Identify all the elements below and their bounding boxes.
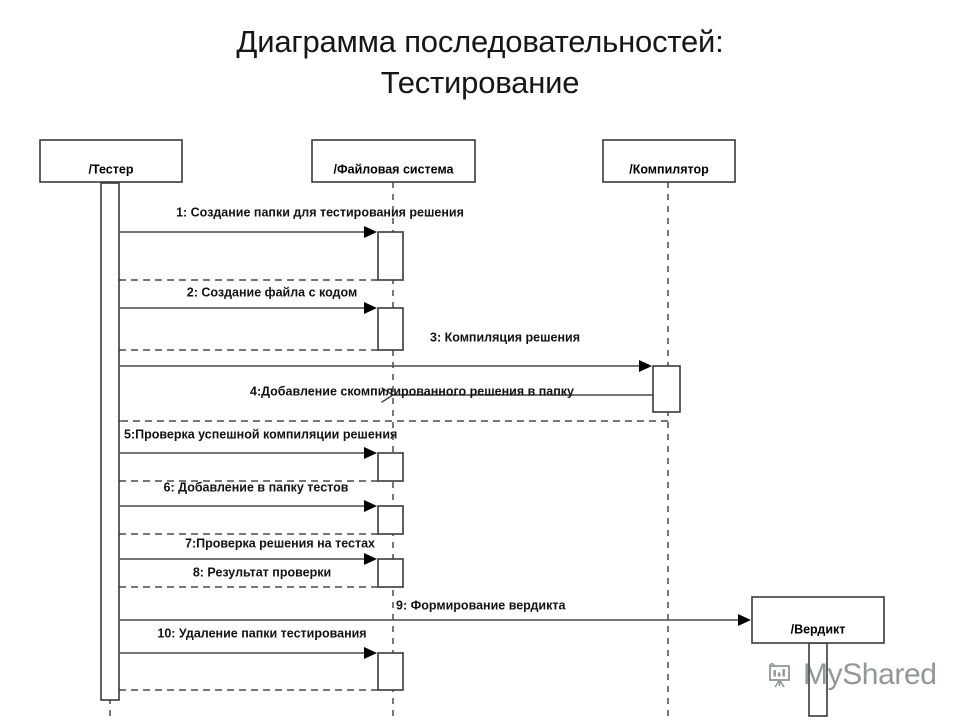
lifeline-label-compiler: /Компилятор — [629, 163, 709, 177]
arrowhead-filled-9 — [738, 614, 751, 626]
message-label-10: 10: Удаление папки тестирования — [157, 626, 366, 640]
message-7[interactable] — [120, 553, 377, 565]
activations-group — [100, 182, 828, 717]
lifeline-box-compiler — [602, 139, 736, 183]
arrowhead-filled-3 — [639, 360, 652, 372]
message-1[interactable] — [120, 226, 377, 238]
message-label-6: 6: Добавление в папку тестов — [164, 480, 349, 494]
message-r10[interactable] — [108, 682, 378, 698]
activation-bar-fs-5 — [377, 505, 404, 535]
messages-group — [108, 226, 751, 698]
arrowhead-filled-10 — [364, 647, 377, 659]
message-r2[interactable] — [108, 342, 378, 358]
lifeline-box-verdict — [751, 596, 885, 644]
message-3[interactable] — [120, 360, 652, 372]
message-label-1: 1: Создание папки для тестирования решен… — [176, 205, 464, 219]
arrowhead-filled-6 — [364, 500, 377, 512]
lifeline-box-tester — [39, 139, 183, 183]
lifeline-header-verdict[interactable]: /Вердикт — [751, 596, 885, 644]
arrowhead-filled-1 — [364, 226, 377, 238]
activation-bar-tester-0 — [100, 182, 120, 701]
message-6[interactable] — [120, 500, 377, 512]
lifeline-box-fs — [311, 139, 476, 183]
activation-bar-fs-6 — [377, 558, 404, 588]
message-label-2: 2: Создание файла с кодом — [187, 285, 357, 299]
message-9[interactable] — [120, 614, 751, 626]
lifeline-label-fs: /Файловая система — [334, 163, 455, 177]
lifeline-header-compiler[interactable]: /Компилятор — [602, 139, 736, 183]
arrowhead-open-4 — [381, 387, 395, 403]
activation-bar-fs-7 — [377, 652, 404, 691]
message-label-3: 3: Компиляция решения — [430, 330, 580, 344]
message-labels-group: 1: Создание папки для тестирования решен… — [124, 205, 580, 640]
message-label-4: 4:Добавление скомпилированного решения в… — [250, 384, 574, 398]
lifeline-label-tester: /Тестер — [89, 163, 134, 177]
activation-bar-compiler-3 — [652, 365, 681, 413]
message-8[interactable] — [108, 579, 378, 595]
arrowhead-filled-2 — [364, 302, 377, 314]
arrowhead-filled-5 — [364, 447, 377, 459]
arrowhead-filled-7 — [364, 553, 377, 565]
lifeline-header-tester[interactable]: /Тестер — [39, 139, 183, 183]
message-r4[interactable] — [108, 413, 668, 429]
page-title: Диаграмма последовательностей: Тестирова… — [236, 24, 724, 100]
message-10[interactable] — [120, 647, 377, 659]
lifeline-boxes-group: /Тестер/Файловая система/Компилятор/Верд… — [39, 139, 885, 644]
activation-bar-fs-4 — [377, 452, 404, 482]
activation-bar-verdict-8 — [808, 642, 828, 717]
message-label-9: 9: Формирование вердикта — [396, 598, 566, 612]
activation-bar-fs-1 — [377, 231, 404, 281]
lifeline-label-verdict: /Вердикт — [791, 622, 846, 636]
message-label-7: 7:Проверка решения на тестах — [185, 536, 375, 550]
message-label-8: 8: Результат проверки — [193, 565, 331, 579]
message-5[interactable] — [120, 447, 377, 459]
lifeline-header-fs[interactable]: /Файловая система — [311, 139, 476, 183]
message-2[interactable] — [120, 302, 377, 314]
activation-bar-fs-2 — [377, 307, 404, 351]
message-label-5: 5:Проверка успешной компиляции решения — [124, 427, 397, 441]
message-4[interactable] — [381, 387, 653, 403]
